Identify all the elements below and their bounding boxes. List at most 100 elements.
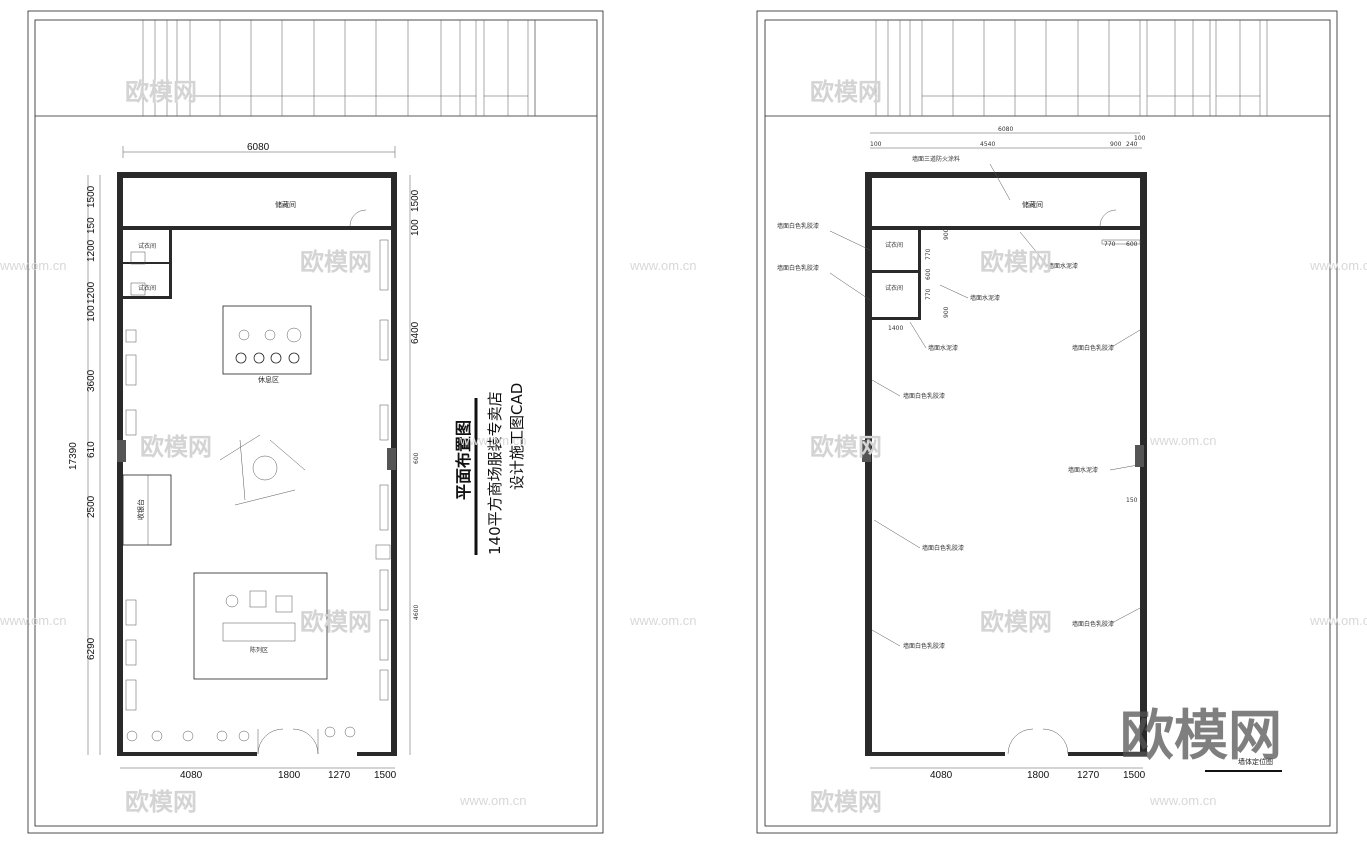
svg-text:2500: 2500 — [86, 495, 97, 518]
svg-text:240: 240 — [1126, 141, 1138, 148]
svg-text:欧模网: 欧模网 — [810, 788, 882, 816]
svg-text:www.om.cn: www.om.cn — [1309, 258, 1367, 273]
left-sheet-subtitle-2: 设计施工图CAD — [508, 383, 526, 490]
svg-text:墙面白色乳胶漆: 墙面白色乳胶漆 — [903, 642, 945, 650]
svg-text:墙面白色乳胶漆: 墙面白色乳胶漆 — [1072, 620, 1114, 628]
svg-text:100: 100 — [1134, 135, 1146, 142]
svg-text:770: 770 — [1104, 241, 1116, 248]
svg-text:1270: 1270 — [328, 770, 351, 781]
svg-text:www.om.cn: www.om.cn — [0, 613, 66, 628]
right-small-dimensions: 770 600 770 900 900 1400 770 600 150 — [888, 228, 1138, 504]
left-sheet-border — [27, 10, 604, 834]
right-side-dimensions: 1500 100 6400 600 4600 — [410, 189, 421, 620]
svg-text:墙面水泥漆: 墙面水泥漆 — [928, 344, 958, 352]
svg-text:1200: 1200 — [86, 281, 97, 304]
fitting-room-2-label: 试衣间 — [138, 284, 156, 292]
right-sheet-inner-border — [764, 19, 1331, 827]
watermarks: 欧模网 欧模网 欧模网 欧模网 欧模网 欧模网 欧模网 欧模网 欧模网 欧模网 … — [0, 78, 1367, 816]
svg-text:3600: 3600 — [86, 369, 97, 392]
lounge-label: 休息区 — [258, 375, 279, 384]
left-sheet-inner-border — [34, 19, 598, 827]
svg-text:900: 900 — [1110, 141, 1122, 148]
svg-text:4540: 4540 — [980, 141, 995, 148]
right-bottom-dimensions: 4080 1800 1270 1500 — [930, 770, 1146, 781]
svg-text:欧模网: 欧模网 — [300, 608, 372, 636]
left-bottom-dimensions: 4080 1800 1270 1500 — [180, 770, 397, 781]
svg-text:770: 770 — [925, 248, 932, 260]
svg-text:900: 900 — [943, 306, 950, 318]
svg-text:6290: 6290 — [86, 637, 97, 660]
svg-text:www.om.cn: www.om.cn — [459, 433, 526, 448]
left-total-dimension: 17390 — [68, 442, 79, 470]
svg-text:www.om.cn: www.om.cn — [1149, 433, 1216, 448]
left-sheet-title: 平面布置图 — [454, 420, 473, 500]
svg-text:www.om.cn: www.om.cn — [459, 793, 526, 808]
svg-text:墙面白色乳胶漆: 墙面白色乳胶漆 — [777, 264, 819, 272]
right-title-block — [875, 20, 1268, 116]
svg-text:1800: 1800 — [1027, 770, 1050, 781]
svg-text:1800: 1800 — [278, 770, 301, 781]
right-fitting-2-label: 试衣间 — [885, 284, 903, 292]
svg-text:墙面白色乳胶漆: 墙面白色乳胶漆 — [903, 392, 945, 400]
svg-text:欧模网: 欧模网 — [980, 248, 1052, 276]
svg-text:www.om.cn: www.om.cn — [629, 613, 696, 628]
right-annotations: 墙面三道防火涂料 墙面白色乳胶漆 墙面白色乳胶漆 墙面水泥漆 墙面水泥漆 墙面水… — [777, 155, 1141, 650]
right-sheet: 6080 100 4540 900 240 100 储藏间 — [756, 10, 1338, 834]
svg-text:欧模网: 欧模网 — [140, 433, 212, 461]
storage-label: 储藏间 — [275, 200, 296, 209]
svg-text:1500: 1500 — [86, 185, 97, 208]
svg-text:610: 610 — [86, 441, 97, 458]
svg-text:600: 600 — [413, 452, 420, 464]
svg-text:4080: 4080 — [180, 770, 203, 781]
left-title-block — [142, 19, 598, 117]
left-sheet: 6080 休息区 — [27, 10, 604, 834]
right-top-sub-dimensions: 100 4540 900 240 100 — [870, 135, 1146, 148]
svg-text:6400: 6400 — [410, 321, 421, 344]
right-floor-plan: 储藏间 试衣间 试衣间 — [862, 172, 1147, 756]
svg-text:墙面白色乳胶漆: 墙面白色乳胶漆 — [1072, 344, 1114, 352]
svg-text:欧模网: 欧模网 — [810, 78, 882, 106]
svg-text:www.om.cn: www.om.cn — [629, 258, 696, 273]
big-watermark: 欧模网 — [1120, 704, 1282, 767]
fitting-room-1-label: 试衣间 — [138, 242, 156, 250]
svg-text:150: 150 — [1126, 497, 1138, 504]
svg-text:150: 150 — [86, 217, 97, 234]
svg-text:100: 100 — [870, 141, 882, 148]
svg-text:600: 600 — [925, 268, 932, 280]
svg-text:1200: 1200 — [86, 239, 97, 262]
svg-text:1500: 1500 — [374, 770, 397, 781]
svg-text:墙面水泥漆: 墙面水泥漆 — [1048, 262, 1078, 270]
right-storage-label: 储藏间 — [1022, 200, 1043, 209]
svg-text:100: 100 — [86, 305, 97, 322]
right-fitting-1-label: 试衣间 — [885, 241, 903, 249]
right-sheet-border — [756, 10, 1338, 834]
left-floor-plan: 休息区 储藏间 试衣间 试衣间 — [117, 172, 397, 756]
svg-text:1400: 1400 — [888, 325, 903, 332]
svg-text:600: 600 — [1126, 241, 1138, 248]
left-side-dimensions: 1500 150 1200 1200 100 3600 610 2500 629… — [86, 185, 97, 660]
svg-text:欧模网: 欧模网 — [300, 248, 372, 276]
svg-text:www.om.cn: www.om.cn — [1309, 613, 1367, 628]
svg-text:770: 770 — [925, 288, 932, 300]
svg-text:墙面白色乳胶漆: 墙面白色乳胶漆 — [777, 222, 819, 230]
svg-text:欧模网: 欧模网 — [125, 78, 197, 106]
svg-text:100: 100 — [410, 219, 421, 236]
right-sheet-caption: 墙体定位图 — [1238, 757, 1273, 766]
svg-text:900: 900 — [943, 228, 950, 240]
svg-text:欧模网: 欧模网 — [125, 788, 197, 816]
svg-text:1500: 1500 — [410, 189, 421, 212]
svg-text:墙面白色乳胶漆: 墙面白色乳胶漆 — [922, 544, 964, 552]
svg-text:1500: 1500 — [1123, 770, 1146, 781]
svg-text:欧模网: 欧模网 — [980, 608, 1052, 636]
svg-text:www.om.cn: www.om.cn — [0, 258, 66, 273]
svg-text:www.om.cn: www.om.cn — [1149, 793, 1216, 808]
center-display-lines — [219, 434, 306, 506]
cashier-label: 收银台 — [136, 499, 145, 520]
svg-text:墙面三道防火涂料: 墙面三道防火涂料 — [912, 155, 960, 163]
svg-text:1270: 1270 — [1077, 770, 1100, 781]
left-sheet-subtitle-1: 140平方商场服装专卖店 — [486, 391, 504, 555]
svg-text:4600: 4600 — [413, 605, 420, 620]
svg-text:墙面水泥漆: 墙面水泥漆 — [970, 294, 1000, 302]
svg-text:欧模网: 欧模网 — [810, 433, 882, 461]
